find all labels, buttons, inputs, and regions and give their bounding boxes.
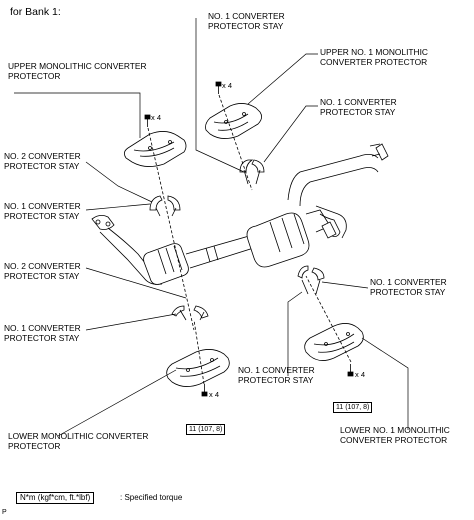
label-lower-no1-monolithic-protector: LOWER NO. 1 MONOLITHIC CONVERTER PROTECT… [340, 425, 450, 445]
label-upper-monolithic-protector: UPPER MONOLITHIC CONVERTER PROTECTOR [8, 61, 147, 81]
label-no1-stay-top: NO. 1 CONVERTER PROTECTOR STAY [208, 11, 285, 31]
label-line: LOWER MONOLITHIC CONVERTER [8, 431, 149, 441]
label-line: PROTECTOR [8, 70, 61, 81]
upper-monolithic-protector [124, 131, 187, 167]
label-no1-stay-center-low: NO. 1 CONVERTER PROTECTOR STAY [238, 365, 315, 385]
quantity-upper-no1-bolts: x 4 [222, 81, 233, 90]
label-no1-stay-left-2: NO. 1 CONVERTER PROTECTOR STAY [4, 323, 81, 343]
label-line: PROTECTOR STAY [4, 160, 80, 171]
label-line: NO. 1 CONVERTER [320, 97, 397, 107]
label-line: CONVERTER PROTECTOR [320, 56, 428, 67]
label-line: NO. 1 CONVERTER [208, 11, 285, 21]
exhaust-pipe [91, 143, 389, 285]
torque-spec-lower-no1: 11 (107, 8) [333, 402, 373, 413]
label-line: NO. 2 CONVERTER [4, 261, 81, 271]
label-no1-stay-right-mid: NO. 1 CONVERTER PROTECTOR STAY [370, 277, 447, 297]
lower-bolt [201, 384, 208, 397]
label-upper-no1-monolithic-protector: UPPER NO. 1 MONOLITHIC CONVERTER PROTECT… [320, 47, 428, 67]
label-line: PROTECTOR [8, 440, 61, 451]
label-no1-stay-left-1: NO. 1 CONVERTER PROTECTOR STAY [4, 201, 81, 221]
label-line: PROTECTOR STAY [370, 286, 446, 297]
lower-no1-bolt [347, 364, 354, 377]
leader-lines [14, 18, 409, 437]
label-line: NO. 2 CONVERTER [4, 151, 81, 161]
label-lower-monolithic-protector: LOWER MONOLITHIC CONVERTER PROTECTOR [8, 431, 149, 451]
label-line: PROTECTOR STAY [4, 270, 80, 281]
label-line: PROTECTOR STAY [4, 210, 80, 221]
stay-clips [149, 159, 325, 321]
quantity-lower-bolts: x 4 [209, 390, 220, 399]
label-line: PROTECTOR STAY [208, 20, 284, 31]
assembly-dash-lines [147, 94, 352, 385]
label-line: PROTECTOR STAY [320, 106, 396, 117]
upper-bolt [144, 114, 151, 127]
label-line: LOWER NO. 1 MONOLITHIC [340, 425, 450, 435]
upper-no1-bolt [215, 81, 222, 94]
label-line: UPPER MONOLITHIC CONVERTER [8, 61, 147, 71]
label-line: UPPER NO. 1 MONOLITHIC [320, 47, 428, 57]
corner-mark: P [2, 509, 7, 516]
label-no2-stay-left-1: NO. 2 CONVERTER PROTECTOR STAY [4, 151, 81, 171]
label-line: NO. 1 CONVERTER [4, 201, 81, 211]
lower-no1-monolithic-protector [304, 323, 364, 361]
quantity-lower-no1-bolts: x 4 [355, 370, 366, 379]
quantity-upper-bolts: x 4 [151, 113, 162, 122]
label-line: PROTECTOR STAY [238, 374, 314, 385]
label-line: NO. 1 CONVERTER [370, 277, 447, 287]
lower-monolithic-protector [166, 349, 230, 387]
legend-torque-text: : Specified torque [120, 493, 183, 502]
header-title: for Bank 1: [10, 6, 61, 18]
label-line: PROTECTOR STAY [4, 332, 80, 343]
label-line: NO. 1 CONVERTER [4, 323, 81, 333]
label-no2-stay-left-2: NO. 2 CONVERTER PROTECTOR STAY [4, 261, 81, 281]
torque-spec-lower: 11 (107, 8) [186, 424, 226, 435]
legend-torque-unit-box: N*m (kgf*cm, ft.*lbf) [16, 492, 95, 504]
upper-no1-monolithic-protector [205, 103, 262, 139]
label-no1-stay-right-top: NO. 1 CONVERTER PROTECTOR STAY [320, 97, 397, 117]
label-line: CONVERTER PROTECTOR [340, 434, 448, 445]
label-line: NO. 1 CONVERTER [238, 365, 315, 375]
